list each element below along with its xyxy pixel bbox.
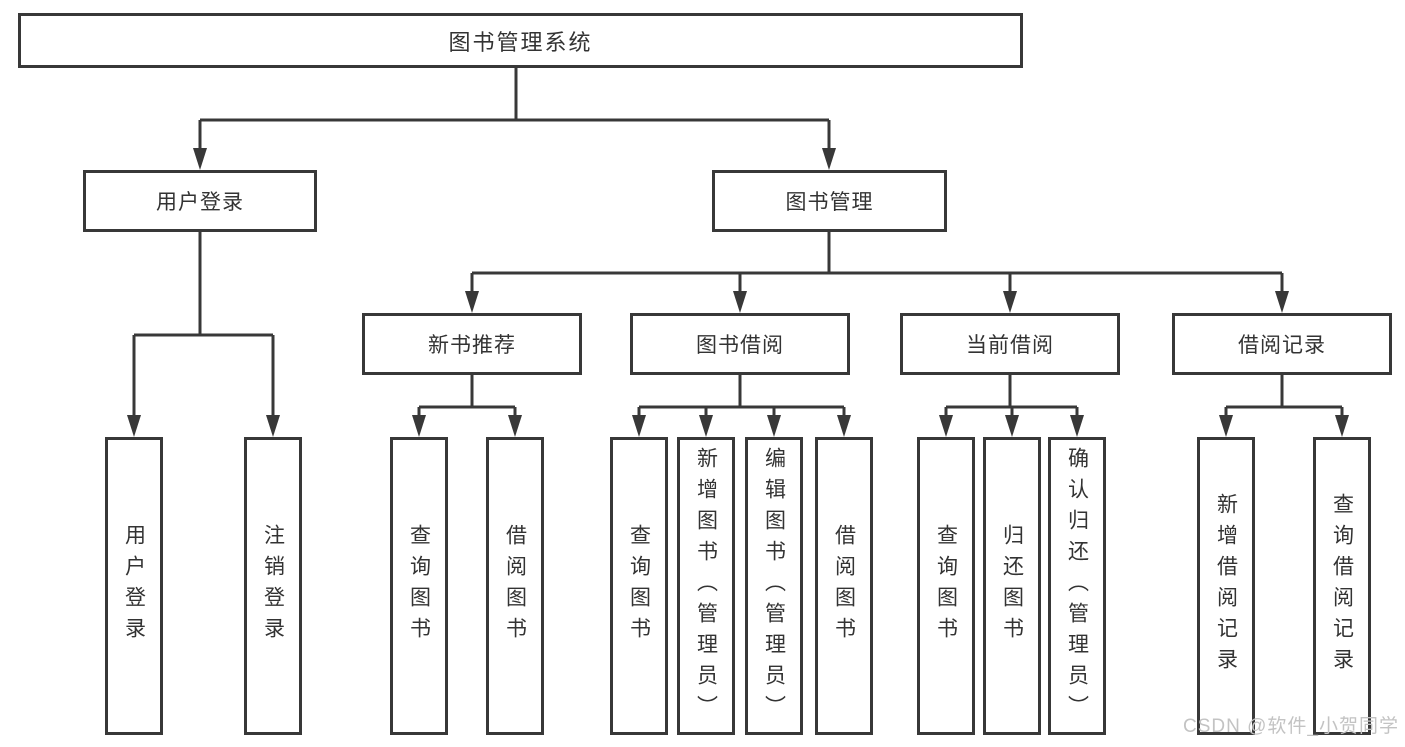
node-current-borrow-label: 当前借阅 xyxy=(966,334,1054,357)
node-book-management-label: 图书管理 xyxy=(785,191,874,214)
leaf-query-books-borrow-label: 查询图书 xyxy=(627,524,651,648)
node-library-system: 图书管理系统 xyxy=(18,13,1023,68)
leaf-query-books-borrow: 查询图书 xyxy=(610,437,668,735)
leaf-add-books-admin-label: 新增图书（管理员） xyxy=(694,446,718,726)
node-new-book-recommend: 新书推荐 xyxy=(362,313,582,375)
leaf-query-books-current-label: 查询图书 xyxy=(934,524,958,648)
node-book-management: 图书管理 xyxy=(712,170,947,232)
leaf-return-books: 归还图书 xyxy=(983,437,1041,735)
node-library-system-label: 图书管理系统 xyxy=(448,29,593,55)
leaf-query-borrow-record-label: 查询借阅记录 xyxy=(1330,493,1354,679)
node-borrow-records-label: 借阅记录 xyxy=(1238,334,1326,357)
leaf-borrow-books-label: 借阅图书 xyxy=(832,524,856,648)
leaf-add-borrow-record-label: 新增借阅记录 xyxy=(1214,493,1238,679)
leaf-add-borrow-record: 新增借阅记录 xyxy=(1197,437,1255,735)
leaf-query-books-recommend-label: 查询图书 xyxy=(407,524,431,648)
leaf-borrow-books-recommend: 借阅图书 xyxy=(486,437,544,735)
leaf-query-books-recommend: 查询图书 xyxy=(390,437,448,735)
leaf-borrow-books-recommend-label: 借阅图书 xyxy=(503,524,527,648)
node-new-book-recommend-label: 新书推荐 xyxy=(428,334,516,357)
node-book-borrow: 图书借阅 xyxy=(630,313,850,375)
leaf-borrow-books: 借阅图书 xyxy=(815,437,873,735)
leaf-confirm-return-admin: 确认归还（管理员） xyxy=(1048,437,1106,735)
leaf-return-books-label: 归还图书 xyxy=(1000,524,1024,648)
leaf-query-borrow-record: 查询借阅记录 xyxy=(1313,437,1371,735)
node-user-login-label: 用户登录 xyxy=(156,191,244,214)
leaf-query-books-current: 查询图书 xyxy=(917,437,975,735)
leaf-add-books-admin: 新增图书（管理员） xyxy=(677,437,735,735)
leaf-user-login-label: 用户登录 xyxy=(122,524,146,648)
node-borrow-records: 借阅记录 xyxy=(1172,313,1392,375)
arrowheads xyxy=(127,148,1349,437)
node-user-login: 用户登录 xyxy=(83,170,317,232)
leaf-user-login: 用户登录 xyxy=(105,437,163,735)
csdn-watermark: CSDN @软件_小贺同学 xyxy=(1183,716,1399,737)
leaf-edit-books-admin-label: 编辑图书（管理员） xyxy=(762,446,786,726)
leaf-logout: 注销登录 xyxy=(244,437,302,735)
leaf-confirm-return-admin-label: 确认归还（管理员） xyxy=(1065,446,1089,726)
node-book-borrow-label: 图书借阅 xyxy=(696,334,784,357)
leaf-logout-label: 注销登录 xyxy=(261,524,285,648)
leaf-edit-books-admin: 编辑图书（管理员） xyxy=(745,437,803,735)
node-current-borrow: 当前借阅 xyxy=(900,313,1120,375)
